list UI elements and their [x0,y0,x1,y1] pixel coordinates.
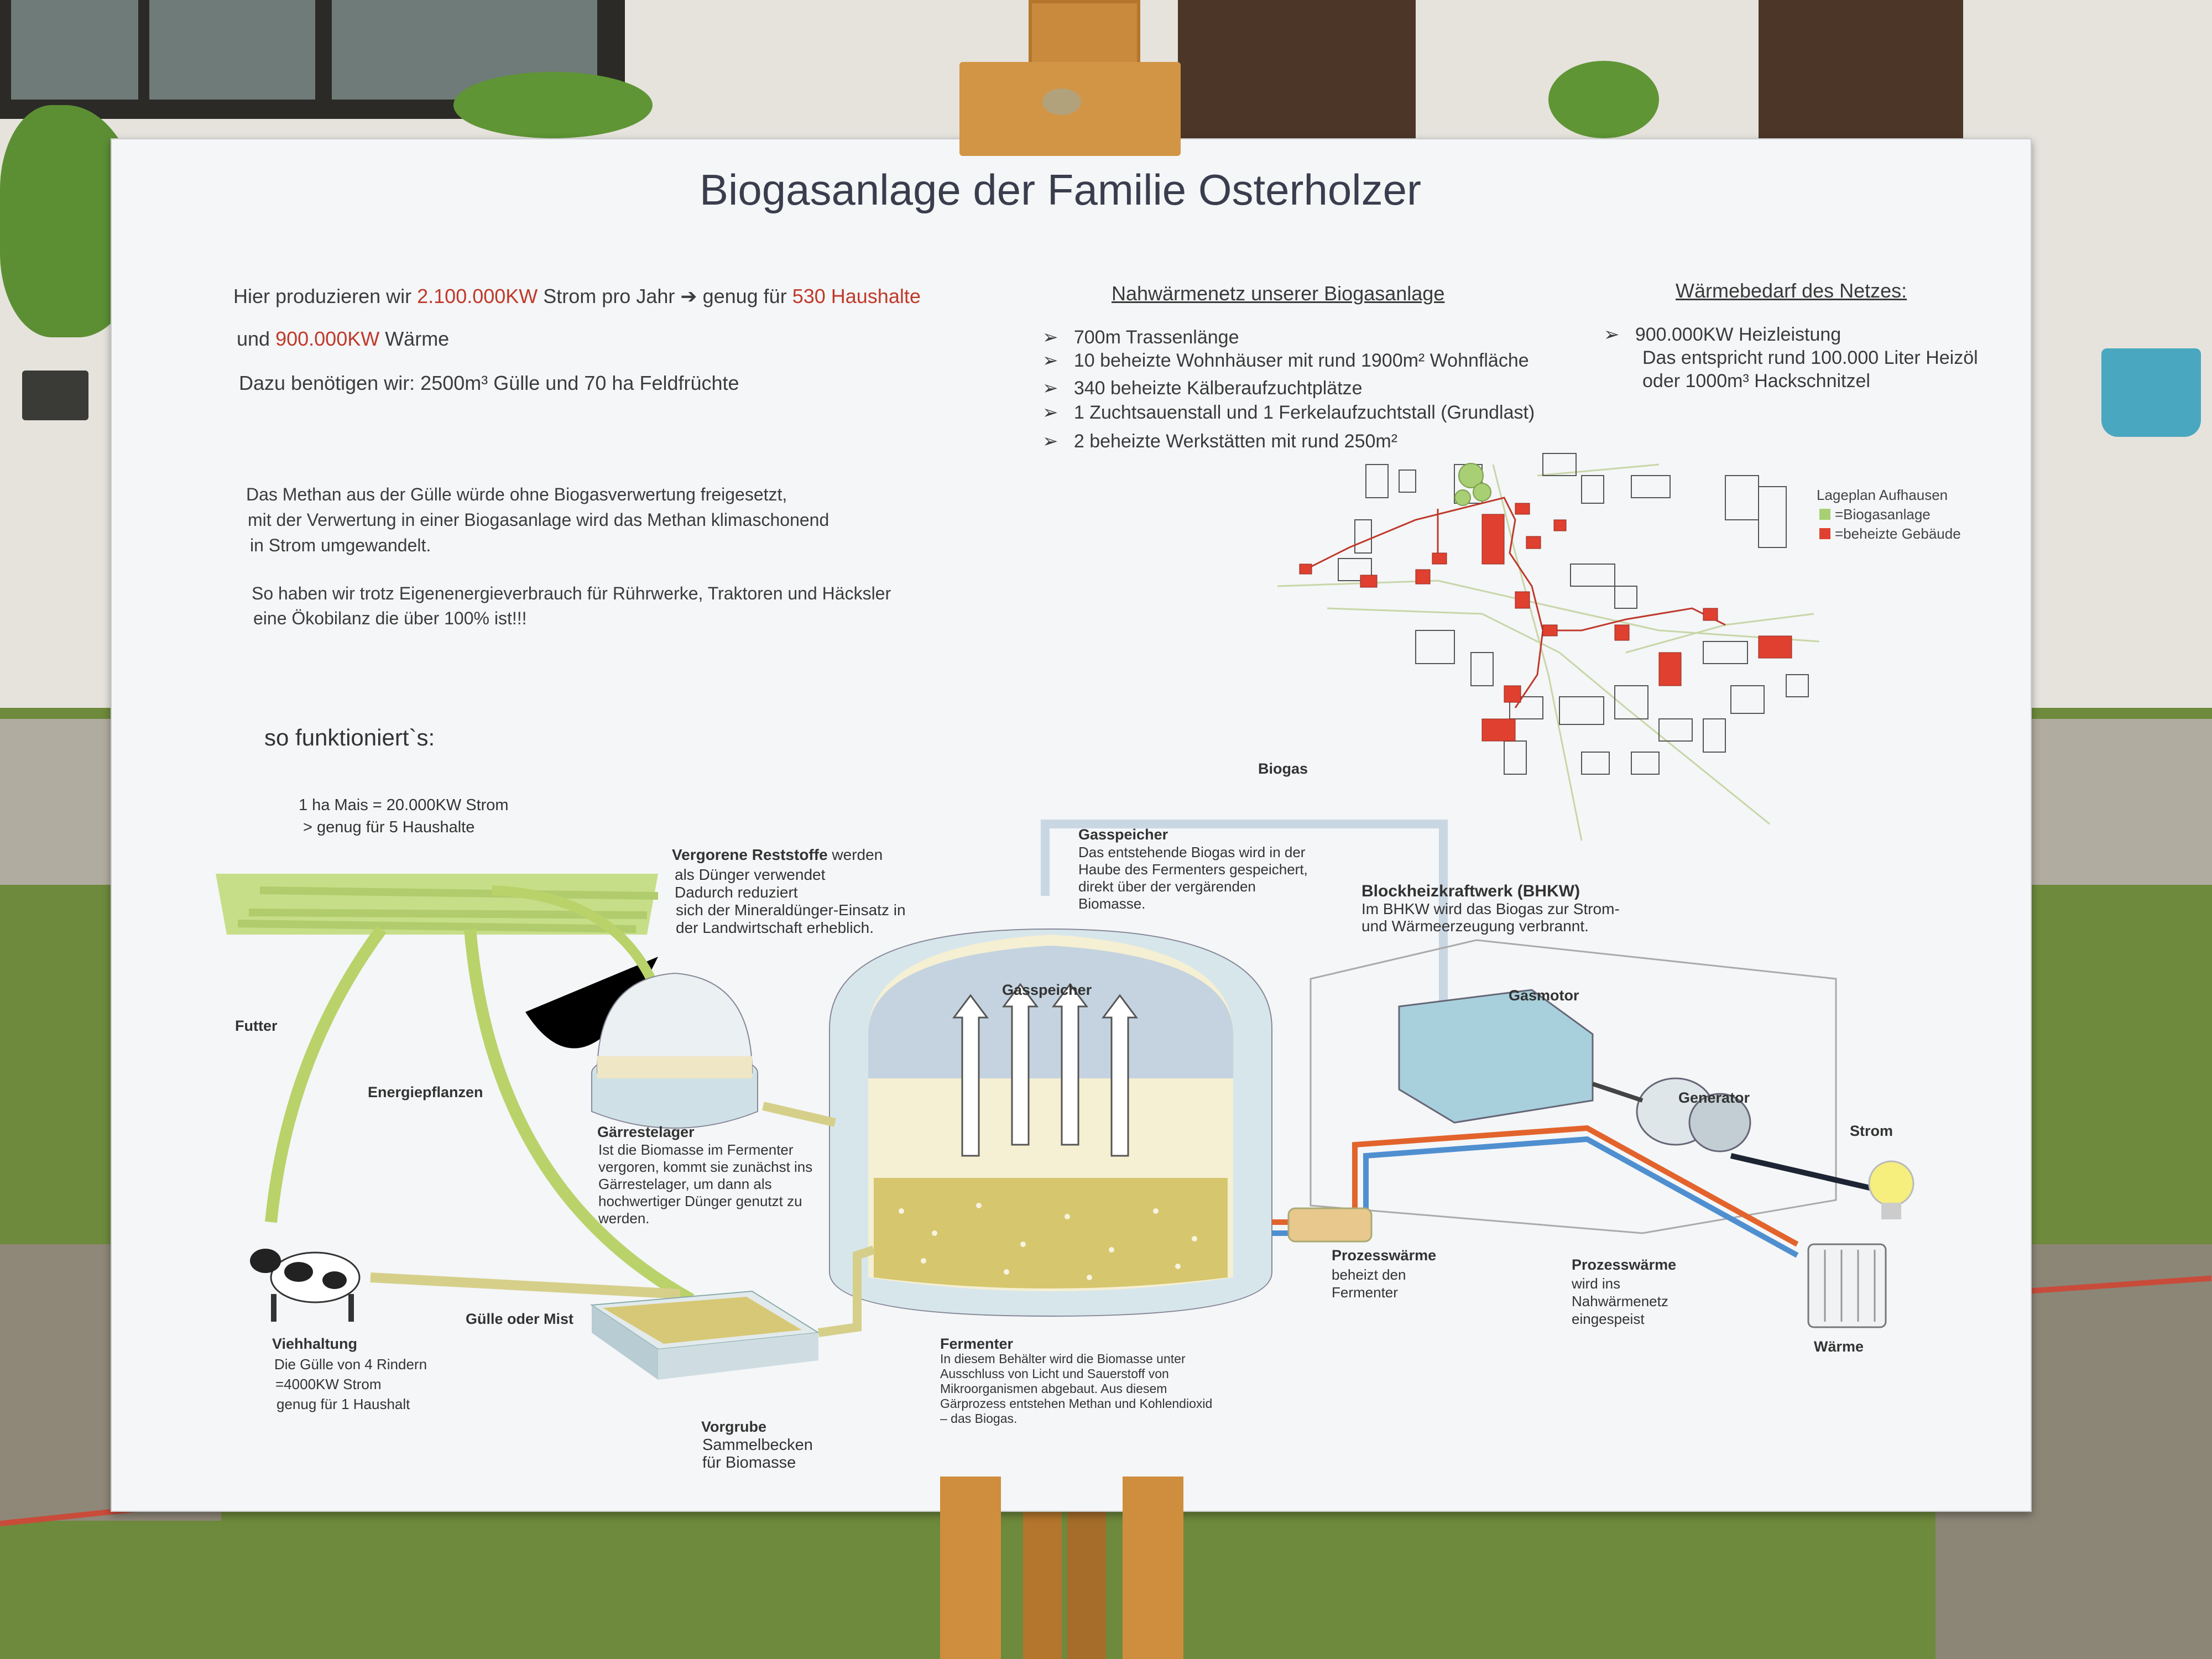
methane-line-2: mit der Verwertung in einer Biogasanlage… [248,510,830,530]
process-diagram [216,820,1914,1380]
network-item: ➢ 1 Zuchtsauenstall und 1 Ferkelaufzucht… [1042,402,1535,423]
gasspeicher-text: Das entstehende Biogas wird in der Haube… [1078,844,1308,912]
gaerrest-text: Ist die Biomasse im Fermenter vergoren, … [598,1141,813,1227]
bhkw-text: Im BHKW wird das Biogas zur Strom- und W… [1361,900,1620,935]
generator [1636,1077,1751,1152]
gaerrest-title: Gärrestelager [597,1124,695,1140]
network-item: ➢ 700m Trassenlänge [1042,327,1239,348]
biogas-label: Biogas [1258,760,1308,777]
arrow-right-icon: ➔ [680,285,697,307]
easel-leg [1067,1504,1106,1659]
easel-leg [1023,1504,1062,1659]
guelle-label: Gülle oder Mist [466,1311,574,1327]
map-legend-red: =beheizte Gebäude [1835,525,1961,542]
plant [1548,61,1659,138]
window [0,0,625,119]
intro-line-3: Dazu benötigen wir: 2500m³ Gülle und 70 … [239,372,739,394]
generator-label: Generator [1678,1089,1750,1106]
network-heading: Nahwärmenetz unserer Biogasanlage [1112,282,1445,305]
gasspeicher-inner-label: Gasspeicher [1002,982,1092,998]
bullet-arrow-icon: ➢ [1042,327,1058,348]
wooden-door [1178,0,1416,138]
methane-line-1: Das Methan aus der Gülle würde ohne Biog… [246,484,787,504]
methane-line-3: in Strom umgewandelt. [250,535,431,555]
bullet-arrow-icon: ➢ [1042,431,1058,452]
gas-motor [1398,989,1594,1124]
futter-label: Futter [235,1018,278,1034]
strom-label: Strom [1850,1123,1893,1139]
bucket [2101,348,2201,437]
board-title: Biogasanlage der Familie Osterholzer [700,165,1421,214]
radiator-icon [1807,1243,1887,1328]
gaerrestelager-tank [591,972,758,1129]
demand-line-3: oder 1000m³ Hackschnitzel [1642,371,1870,392]
reststoffe-line-4: sich der Mineraldünger-Einsatz in [676,901,906,919]
plant [453,72,653,138]
network-item: ➢ 2 beheizte Werkstätten mit rund 250m² [1042,431,1398,452]
methane-line-5: eine Ökobilanz die über 100% ist!!! [253,608,527,628]
vorgrube-title: Vorgrube [701,1418,767,1435]
easel-leg [1123,1477,1183,1659]
cow [250,1249,361,1322]
fermenter-tank [829,928,1272,1317]
prozesswaerme-2-line-2: Nahwärmenetz [1572,1293,1668,1310]
viehhaltung-line-3: genug für 1 Haushalt [276,1396,410,1412]
bhkw-title: Blockheizkraftwerk (BHKW) [1361,882,1580,900]
intro-line-2: und 900.000KW Wärme [237,327,450,350]
light-bulb-icon [1868,1160,1914,1219]
prozesswaerme-1-line-2: Fermenter [1332,1284,1398,1301]
demand-line-1: ➢ 900.000KW Heizleistung [1604,324,1841,345]
prozesswaerme-2-line-1: wird ins [1572,1275,1621,1292]
bullet-arrow-icon: ➢ [1042,402,1058,423]
viehhaltung-line-2: =4000KW Strom [275,1376,382,1392]
site-map [1277,453,1820,841]
legend-red-swatch [1819,528,1830,539]
vorgrube-tank [590,1290,820,1380]
bullet-arrow-icon: ➢ [1042,378,1058,399]
viehhaltung-line-1: Die Gülle von 4 Rindern [274,1356,427,1373]
flower-pot [22,371,88,420]
waerme-label: Wärme [1814,1338,1864,1355]
prozesswaerme-2-title: Prozesswärme [1572,1256,1677,1273]
prozesswaerme-1-title: Prozesswärme [1332,1247,1437,1264]
legend-green-swatch [1819,509,1830,520]
demand-line-2: Das entspricht rund 100.000 Liter Heizöl [1642,347,1978,368]
network-item: ➢ 10 beheizte Wohnhäuser mit rund 1900m²… [1042,350,1529,371]
viehhaltung-title: Viehhaltung [272,1335,358,1352]
bhkw-house [1310,939,1837,1234]
reststoffe-line-3: Dadurch reduziert [675,884,798,901]
vorgrube-line-1: Sammelbecken [702,1436,813,1454]
network-item: ➢ 340 beheizte Kälberaufzuchtplätze [1042,378,1363,399]
reststoffe-line-1: Vergorene Reststoffe werden [672,846,883,863]
vorgrube-line-2: für Biomasse [702,1454,796,1472]
mais-line-2: > genug für 5 Haushalte [303,818,475,836]
wooden-door [1759,0,1963,138]
map-legend-green: =Biogasanlage [1835,506,1931,523]
reststoffe-line-2: als Dünger verwendet [675,866,826,883]
methane-line-4: So haben wir trotz Eigenenergieverbrauch… [252,583,891,603]
maize-field [216,874,659,935]
bullet-arrow-icon: ➢ [1042,350,1058,371]
fermenter-title: Fermenter [940,1335,1014,1352]
map-title: Lageplan Aufhausen [1817,487,1948,503]
energiepflanzen-label: Energiepflanzen [368,1084,483,1100]
demand-heading: Wärmebedarf des Netzes: [1676,279,1907,302]
mais-line-1: 1 ha Mais = 20.000KW Strom [299,796,509,814]
bullet-arrow-icon: ➢ [1604,324,1620,345]
gasmotor-label: Gasmotor [1509,987,1579,1004]
prozesswaerme-1-line-1: beheizt den [1332,1266,1406,1283]
heat-exchanger [1287,1207,1373,1243]
wing-nut [1042,88,1081,115]
gasspeicher-title: Gasspeicher [1078,826,1168,843]
prozesswaerme-2-line-3: eingespeist [1572,1311,1645,1327]
intro-line-1: Hier produzieren wir 2.100.000KW Strom p… [233,285,921,307]
reststoffe-line-5: der Landwirtschaft erheblich. [676,919,874,936]
fermenter-text: In diesem Behälter wird die Biomasse unt… [940,1352,1213,1426]
easel-leg [940,1477,1001,1659]
how-heading: so funktioniert`s: [264,724,435,750]
